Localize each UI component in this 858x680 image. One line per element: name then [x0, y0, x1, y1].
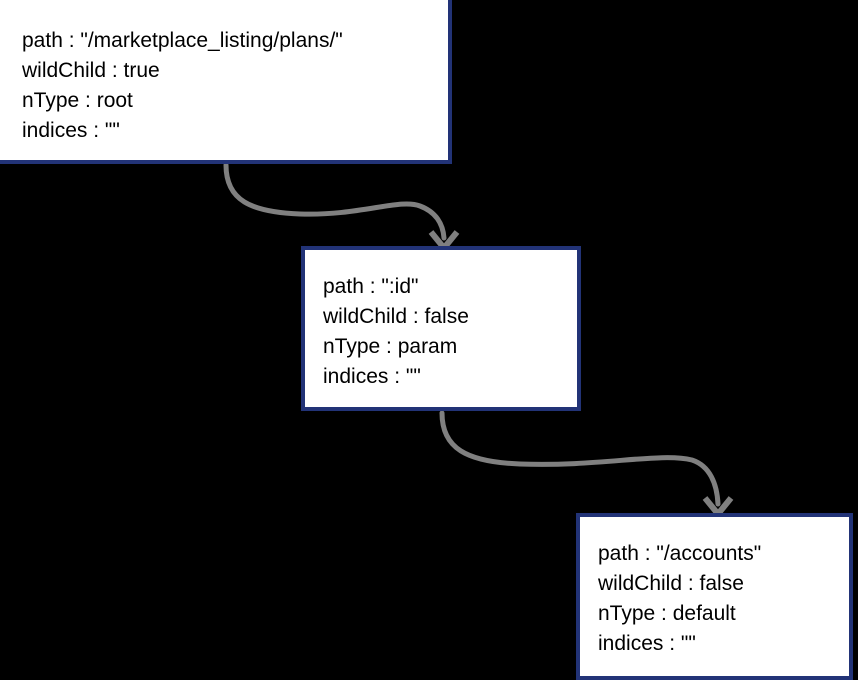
node-default-line-wildchild: wildChild : false: [598, 572, 744, 595]
node-default-line-indices: indices : "": [598, 632, 696, 655]
node-root-fields: path : "/marketplace_listing/plans/" wil…: [22, 26, 442, 146]
node-default-line-ntype: nType : default: [598, 602, 736, 625]
edge-param-to-default: [439, 410, 734, 519]
node-param-fields: path : ":id" wildChild : false nType : p…: [323, 272, 571, 392]
node-param-line-ntype: nType : param: [323, 335, 458, 358]
node-param-line-indices: indices : "": [323, 365, 421, 388]
node-root[interactable]: path : "/marketplace_listing/plans/" wil…: [0, 0, 452, 164]
node-root-line-ntype: nType : root: [22, 89, 133, 112]
node-root-line-indices: indices : "": [22, 119, 120, 142]
node-param-line-wildchild: wildChild : false: [323, 305, 469, 328]
node-root-line-wildchild: wildChild : true: [22, 59, 160, 82]
node-param-line-path: path : ":id": [323, 275, 419, 298]
node-default-fields: path : "/accounts" wildChild : false nTy…: [598, 539, 843, 659]
node-root-line-path: path : "/marketplace_listing/plans/": [22, 29, 343, 52]
node-default-line-path: path : "/accounts": [598, 542, 762, 565]
node-param[interactable]: path : ":id" wildChild : false nType : p…: [301, 246, 581, 411]
edge-root-to-param: [223, 162, 460, 253]
node-default[interactable]: path : "/accounts" wildChild : false nTy…: [576, 513, 853, 680]
